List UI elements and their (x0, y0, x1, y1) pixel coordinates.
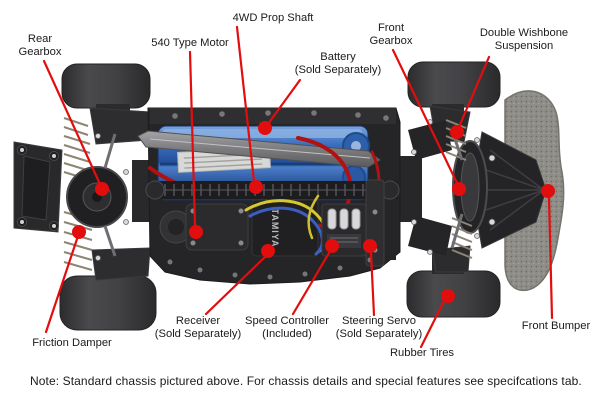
callout-line-front-bumper (547, 196, 554, 320)
label-battery: Battery(Sold Separately) (295, 51, 382, 76)
callout-line-front-gearbox (391, 48, 459, 185)
prop-shaft-drive (145, 180, 400, 200)
label-steering-servo: Steering Servo(Sold Separately) (336, 315, 423, 340)
callout-line-prop-shaft (235, 25, 256, 183)
label-prop-shaft: 4WD Prop Shaft (233, 12, 315, 24)
motor-540-unit (159, 203, 249, 251)
callout-dot-speed-controller (325, 239, 339, 253)
label-front-bumper: Front Bumper (522, 320, 591, 332)
tamiya-logo-text: TAMIYA (270, 208, 280, 247)
callout-line-steering-servo (369, 251, 376, 317)
front-gearbox-assembly (394, 105, 488, 273)
callout-line-speed-controller (291, 251, 331, 316)
callout-line-friction-damper (44, 237, 79, 334)
label-speed-controller: Speed Controller(Included) (245, 315, 329, 340)
callout-dot-rear-gearbox (95, 182, 109, 196)
label-friction-damper: Friction Damper (32, 337, 112, 349)
callout-dot-prop-shaft (249, 180, 263, 194)
front-damper-spring-bottom (451, 217, 473, 259)
tub-rail-bolts (172, 110, 389, 121)
callout-line-rubber-tires (419, 299, 446, 349)
callout-dot-front-gearbox (452, 182, 466, 196)
callout-dot-double-wishbone (450, 125, 464, 139)
callout-line-double-wishbone (457, 55, 491, 129)
callout-dot-friction-damper (72, 225, 86, 239)
callout-line-rear-gearbox (42, 59, 101, 184)
callout-line-receiver (204, 255, 267, 316)
callout-line-motor-540 (188, 50, 197, 228)
rear-gearbox-assembly (13, 107, 154, 281)
label-receiver: Receiver(Sold Separately) (155, 315, 242, 340)
chassis-tub: TAMIYA (137, 107, 401, 285)
callout-dot-motor-540 (189, 225, 203, 239)
callout-dot-battery (258, 121, 272, 135)
callout-dot-rubber-tires (441, 289, 455, 303)
callout-dot-receiver (261, 244, 275, 258)
callout-dot-steering-servo (363, 239, 377, 253)
label-motor-540: 540 Type Motor (151, 37, 229, 49)
note-text: Note: Standard chassis pictured above. F… (30, 374, 582, 388)
callout-dot-front-bumper (541, 184, 555, 198)
callout-line-battery (266, 78, 302, 126)
label-rubber-tires: Rubber Tires (390, 347, 454, 359)
